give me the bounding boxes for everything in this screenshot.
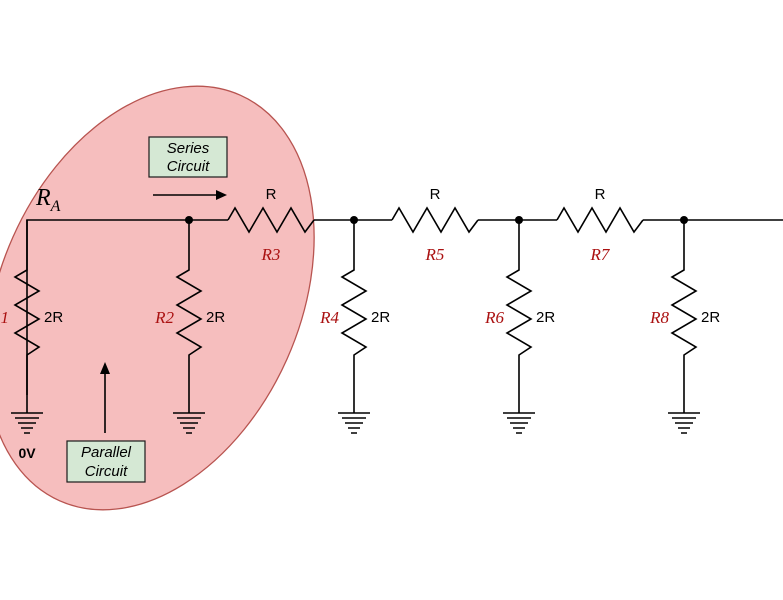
branch-r1	[13, 220, 41, 413]
parallel-circuit-note	[66, 440, 146, 483]
r5-name-label: R5	[425, 245, 445, 264]
node-label-base: R	[35, 185, 51, 211]
branch-r4	[340, 220, 368, 413]
r2-value-label: 2R	[206, 309, 225, 326]
resistor-r3	[227, 206, 315, 234]
r6-name-label: R6	[484, 308, 504, 327]
junction-node-3	[515, 216, 523, 224]
junction-node-1	[185, 216, 193, 224]
ground-icon-r2	[173, 412, 205, 434]
r2-name-label: R2	[154, 308, 174, 327]
branch-r2	[175, 220, 203, 413]
resistor-r7	[556, 206, 644, 234]
parallel-arrow-icon	[100, 362, 110, 433]
ground-icon-r4	[338, 412, 370, 434]
r3-name-label: R3	[261, 245, 281, 264]
parallel-note-line1: Parallel	[81, 444, 132, 461]
node-label-ra: RA	[35, 185, 61, 215]
junction-node-2	[350, 216, 358, 224]
ground-icon-r1	[11, 412, 43, 434]
series-note-line1: Series	[167, 140, 210, 157]
branch-r8	[670, 220, 698, 413]
r6-value-label: 2R	[536, 309, 555, 326]
r8-name-label: R8	[649, 308, 669, 327]
r4-value-label: 2R	[371, 309, 390, 326]
r5-value-label: R	[430, 186, 441, 203]
r7-value-label: R	[595, 186, 606, 203]
r8-value-label: 2R	[701, 309, 720, 326]
series-circuit-note	[148, 136, 228, 178]
highlight-region	[0, 85, 315, 511]
series-note-line2: Circuit	[167, 158, 210, 175]
junction-node-4	[680, 216, 688, 224]
ground-icon-r8	[668, 412, 700, 434]
r3-value-label: R	[266, 186, 277, 203]
node-label-sub: A	[50, 198, 61, 215]
ground-icon-r6	[503, 412, 535, 434]
series-arrow-icon	[153, 190, 227, 200]
resistor-r5	[391, 206, 479, 234]
branch-r6	[505, 220, 533, 413]
ground-voltage-label: 0V	[18, 445, 36, 461]
r1-value-label: 2R	[44, 309, 63, 326]
parallel-note-line2: Circuit	[85, 463, 128, 480]
r1-name-label: 1	[1, 308, 10, 327]
r4-name-label: R4	[319, 308, 339, 327]
r7-name-label: R7	[590, 245, 611, 264]
